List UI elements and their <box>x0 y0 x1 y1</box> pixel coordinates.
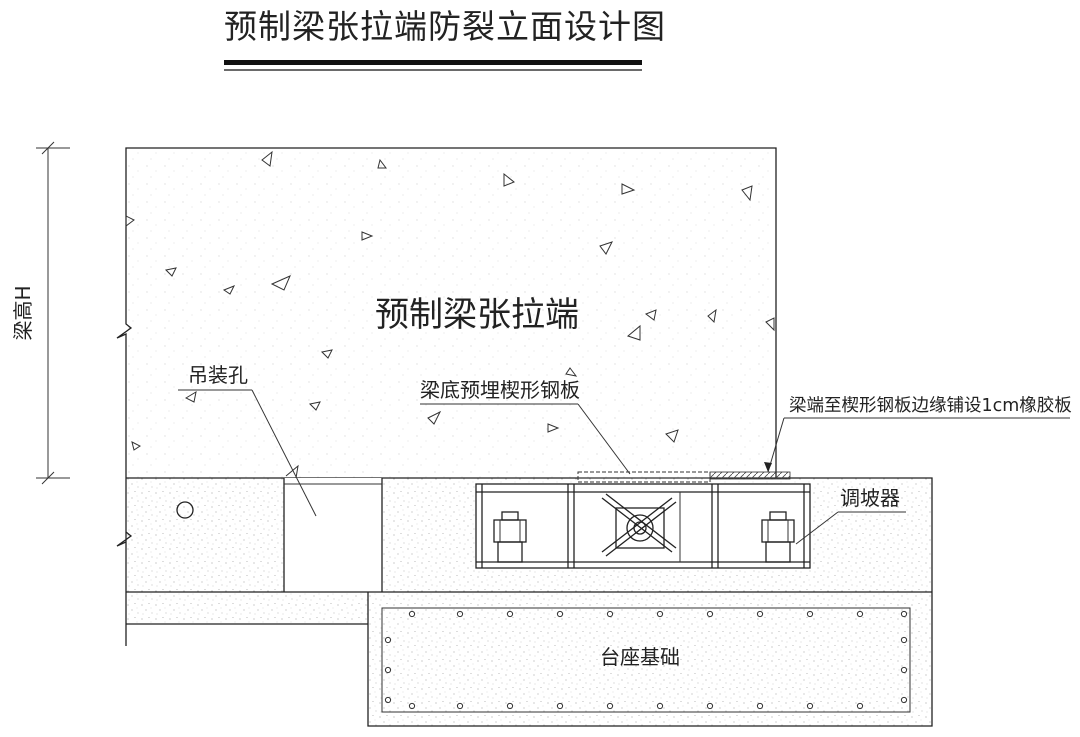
slope-adjuster-label: 调坡器 <box>840 486 900 510</box>
slope-adjuster-leader: 调坡器 <box>795 486 906 545</box>
title-underline-thick <box>224 60 642 65</box>
embedded-plate-label: 梁底预埋楔形钢板 <box>420 378 580 402</box>
slope-adjuster <box>475 483 811 569</box>
lifting-hole-leader: 吊装孔 <box>178 363 317 517</box>
drawing-title: 预制梁张拉端防裂立面设计图 <box>224 7 666 46</box>
lifting-hole <box>283 464 383 592</box>
embedded-plate-leader: 梁底预埋楔形钢板 <box>420 378 631 475</box>
beam-height-dimension: 梁高H <box>11 141 70 485</box>
rubber-pad-label: 梁端至楔形钢板边缘铺设1cm橡胶板 <box>789 396 1072 416</box>
beam-height-label: 梁高H <box>11 285 35 340</box>
rubber-pad-leader: 梁端至楔形钢板边缘铺设1cm橡胶板 <box>764 396 1072 473</box>
bolt-hole <box>176 501 194 519</box>
beam-end-label: 预制梁张拉端 <box>375 295 579 335</box>
lifting-hole-label: 吊装孔 <box>188 363 248 387</box>
pedestal-label: 台座基础 <box>600 645 680 669</box>
pedestal-foundation: 台座基础 <box>367 592 933 727</box>
rubber-pad <box>709 471 791 480</box>
precast-beam-body: 预制梁张拉端 <box>116 147 777 478</box>
embedded-wedge-plate <box>577 471 711 483</box>
pedestal-band <box>126 591 932 625</box>
